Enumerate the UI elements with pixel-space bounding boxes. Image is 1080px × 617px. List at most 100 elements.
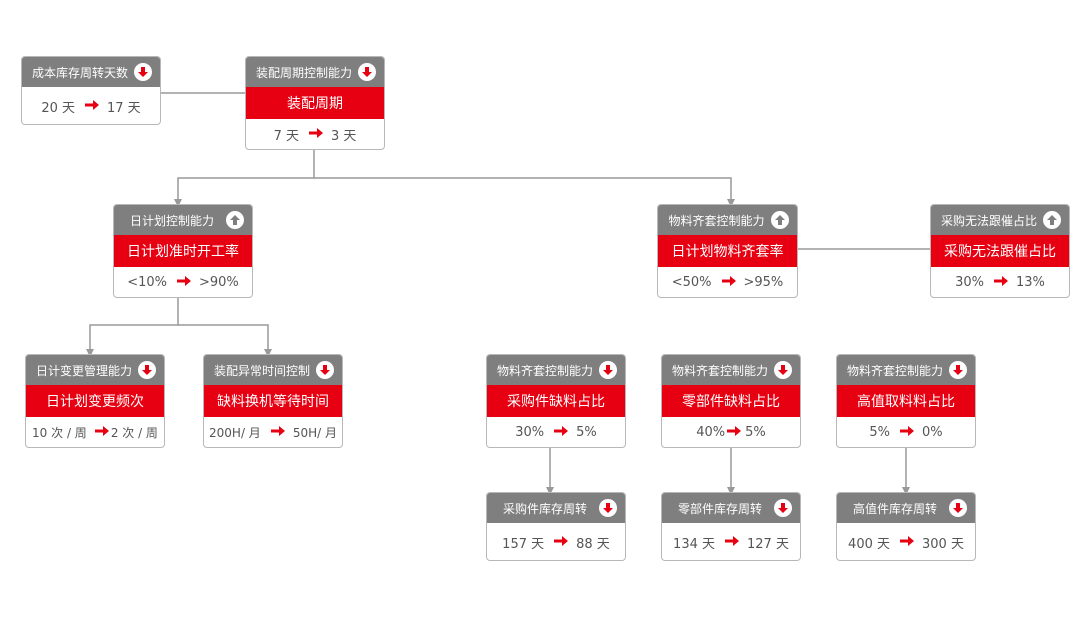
node-title: 物料齐套控制能力 <box>668 213 765 228</box>
arrow-right-icon <box>725 535 739 550</box>
value-from: 20 天 <box>41 100 75 116</box>
value-to: 88 天 <box>576 536 610 552</box>
value-from: 200H/ 月 <box>209 425 261 440</box>
node-values: 40% 5% <box>662 417 800 447</box>
node-header: 装配周期控制能力 <box>246 57 384 87</box>
node-values: <50% >95% <box>658 267 797 297</box>
node-header: 装配异常时间控制 <box>204 355 342 385</box>
node-title: 采购件库存周转 <box>502 501 587 516</box>
value-from: 5% <box>869 424 890 440</box>
down-arrow-icon <box>599 499 617 517</box>
down-arrow-icon <box>138 361 156 379</box>
node-values: 10 次 / 周 2 次 / 周 <box>26 417 164 447</box>
node-high-value-shortage: 物料齐套控制能力 高值取料料占比 5% 0% <box>836 354 976 448</box>
node-values: <10% >90% <box>114 267 252 297</box>
node-header: 零部件库存周转 <box>662 493 800 523</box>
node-header: 采购件库存周转 <box>487 493 625 523</box>
node-subtitle: 缺料换机等待时间 <box>204 385 342 417</box>
value-to: >90% <box>199 274 239 290</box>
node-header: 物料齐套控制能力 <box>487 355 625 385</box>
node-header: 成本库存周转天数 <box>22 57 160 87</box>
value-from: 10 次 / 周 <box>32 425 87 440</box>
node-header: 高值件库存周转 <box>837 493 975 523</box>
down-arrow-icon <box>774 499 792 517</box>
node-header: 物料齐套控制能力 <box>662 355 800 385</box>
node-header: 日计变更管理能力 <box>26 355 164 385</box>
up-arrow-icon <box>226 211 244 229</box>
value-from: 157 天 <box>502 536 545 552</box>
node-title: 日计划控制能力 <box>129 213 214 228</box>
value-to: >95% <box>743 274 784 290</box>
node-subtitle: 日计划准时开工率 <box>114 235 252 267</box>
node-subtitle: 采购件缺料占比 <box>487 385 625 417</box>
node-title: 日计变更管理能力 <box>35 363 132 378</box>
down-arrow-icon <box>316 361 334 379</box>
edge-n3-n6 <box>86 298 179 357</box>
down-arrow-icon <box>949 499 967 517</box>
node-title: 物料齐套控制能力 <box>496 363 593 378</box>
arrow-right-icon <box>94 425 109 439</box>
node-assembly-exception: 装配异常时间控制 缺料换机等待时间 200H/ 月 50H/ 月 <box>203 354 343 448</box>
value-from: 30% <box>955 274 984 290</box>
node-values: 157 天 88 天 <box>487 523 625 560</box>
edge-n2-n4 <box>314 177 735 207</box>
node-material-kitting: 物料齐套控制能力 日计划物料齐套率 <50% >95% <box>657 204 798 298</box>
value-to: 5% <box>745 424 766 440</box>
arrow-right-icon <box>994 275 1008 290</box>
node-values: 20 天 17 天 <box>22 87 160 124</box>
arrow-right-icon <box>85 99 99 114</box>
value-from: 400 天 <box>848 536 890 552</box>
arrow-right-icon <box>900 425 914 440</box>
node-purchase-inventory-turnover: 采购件库存周转 157 天 88 天 <box>486 492 626 561</box>
value-to: 300 天 <box>922 536 964 552</box>
value-to: 13% <box>1016 274 1045 290</box>
node-title: 采购无法跟催占比 <box>940 213 1037 228</box>
node-values: 400 天 300 天 <box>837 523 975 560</box>
down-arrow-icon <box>774 361 792 379</box>
node-subtitle: 日计划变更频次 <box>26 385 164 417</box>
edge-n3-n7 <box>178 324 272 357</box>
value-to: 2 次 / 周 <box>110 425 158 440</box>
node-header: 物料齐套控制能力 <box>837 355 975 385</box>
value-from: <10% <box>127 274 167 290</box>
node-title: 物料齐套控制能力 <box>671 363 768 378</box>
arrow-right-icon <box>554 425 569 440</box>
node-assembly-cycle: 装配周期控制能力 装配周期 7 天 3 天 <box>245 56 385 150</box>
node-subtitle: 零部件缺料占比 <box>662 385 800 417</box>
node-title: 成本库存周转天数 <box>31 65 128 80</box>
node-purchase-shortage: 物料齐套控制能力 采购件缺料占比 30% 5% <box>486 354 626 448</box>
arrow-right-icon <box>554 535 569 550</box>
node-high-value-inventory-turnover: 高值件库存周转 400 天 300 天 <box>836 492 976 561</box>
node-title: 零部件库存周转 <box>677 501 762 516</box>
value-to: 127 天 <box>747 536 789 552</box>
value-to: 0% <box>922 424 943 440</box>
node-title: 装配异常时间控制 <box>213 363 310 378</box>
arrow-right-icon <box>727 425 742 440</box>
down-arrow-icon <box>599 361 617 379</box>
node-subtitle: 日计划物料齐套率 <box>658 235 797 267</box>
node-cost-inventory-days: 成本库存周转天数 20 天 17 天 <box>21 56 161 125</box>
value-from: 7 天 <box>273 128 299 144</box>
arrow-right-icon <box>309 127 323 142</box>
down-arrow-icon <box>358 63 376 81</box>
node-values: 134 天 127 天 <box>662 523 800 560</box>
edge-n2-n3 <box>174 150 315 207</box>
node-subtitle: 装配周期 <box>246 87 384 119</box>
node-values: 5% 0% <box>837 417 975 447</box>
node-title: 装配周期控制能力 <box>255 65 352 80</box>
node-values: 200H/ 月 50H/ 月 <box>204 417 342 447</box>
down-arrow-icon <box>134 63 152 81</box>
node-subtitle: 采购无法跟催占比 <box>931 235 1069 267</box>
node-parts-shortage: 物料齐套控制能力 零部件缺料占比 40% 5% <box>661 354 801 448</box>
value-to: 50H/ 月 <box>292 425 337 440</box>
node-values: 30% 13% <box>931 267 1069 297</box>
value-from: 40% <box>696 424 726 440</box>
node-header: 采购无法跟催占比 <box>931 205 1069 235</box>
node-daily-plan-change: 日计变更管理能力 日计划变更频次 10 次 / 周 2 次 / 周 <box>25 354 165 448</box>
value-to: 17 天 <box>107 100 141 116</box>
up-arrow-icon <box>1043 211 1061 229</box>
value-from: <50% <box>671 274 712 290</box>
arrow-right-icon <box>721 275 736 290</box>
down-arrow-icon <box>949 361 967 379</box>
